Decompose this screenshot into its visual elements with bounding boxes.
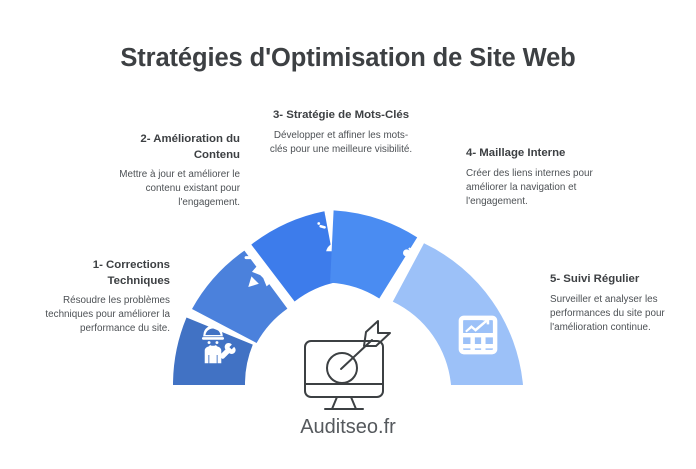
brand-footer: Auditseo.fr <box>300 416 396 438</box>
page-title: Stratégies d'Optimisation de Site Web <box>120 44 576 72</box>
step-1-heading: 1- Corrections Techniques <box>92 259 170 287</box>
network-nodes-icon <box>403 239 438 281</box>
step-5-heading: 5- Suivi Régulier <box>550 273 640 285</box>
step-label-4: 4- Maillage Interne Créer des liens inte… <box>466 146 616 209</box>
step-2-description: Mettre à jour et améliorer le contenu ex… <box>119 169 240 208</box>
wheel-segment-2[interactable] <box>192 250 288 343</box>
step-2-heading: 2- Amélioration du Contenu <box>140 133 240 161</box>
step-label-3: 3- Stratégie de Mots-Clés Développer et … <box>268 108 414 157</box>
monitor-target-arrow-icon <box>304 320 391 410</box>
step-3-description: Développer et affiner les mots-clés pour… <box>269 129 413 155</box>
wheel-segment-5-shape[interactable] <box>392 243 523 385</box>
wheel-segment-4[interactable] <box>330 210 438 299</box>
wheel-segment-1[interactable] <box>172 317 253 386</box>
wheel-segment-2-shape[interactable] <box>192 250 288 343</box>
wheel-segment-3-shape[interactable] <box>251 211 338 302</box>
idea-person-icon <box>317 207 361 252</box>
step-4-heading: 4- Maillage Interne <box>466 147 566 159</box>
wheel-segment-4-shape[interactable] <box>330 210 418 299</box>
rocket-icon <box>244 252 285 287</box>
step-3-heading: 3- Stratégie de Mots-Clés <box>272 109 410 121</box>
step-1-description: Résoudre les problèmes techniques pour a… <box>45 295 170 334</box>
chart-grid-icon <box>458 315 498 355</box>
step-label-5: 5- Suivi Régulier Surveiller et analyser… <box>550 272 696 335</box>
step-label-1: 1- Corrections Techniques Résoudre les p… <box>42 258 170 336</box>
wheel-segment-5[interactable] <box>392 243 523 385</box>
step-5-description: Surveiller et analyser les performances … <box>550 293 665 333</box>
wheel-segment-1-shape[interactable] <box>172 317 253 386</box>
step-label-2: 2- Amélioration du Contenu Mettre à jour… <box>100 132 240 210</box>
step-4-description: Créer des liens internes pour améliorer … <box>466 167 593 207</box>
wheel-segment-3[interactable] <box>251 207 361 302</box>
worker-wrench-icon <box>201 325 236 364</box>
